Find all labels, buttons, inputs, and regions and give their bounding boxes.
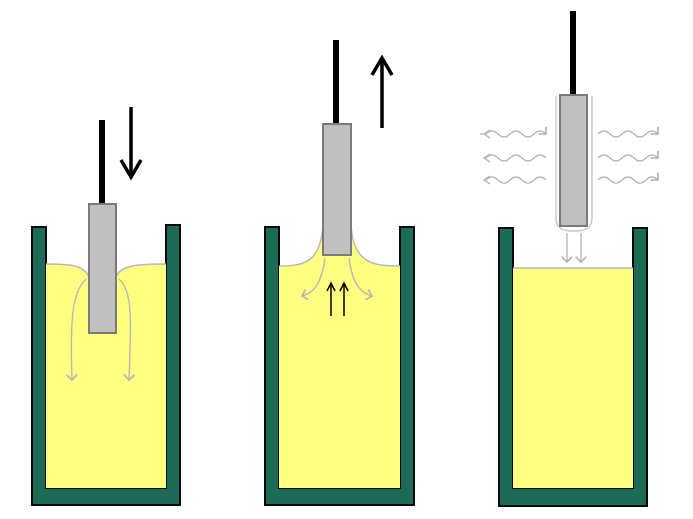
panel-withdraw xyxy=(264,40,415,506)
flow-arrow-icon xyxy=(71,278,87,380)
substrate xyxy=(322,123,352,256)
holder-rod xyxy=(570,11,576,96)
flow-arrow-icon xyxy=(348,257,372,296)
evaporation-wave-icon xyxy=(597,131,658,184)
liquid xyxy=(46,264,166,488)
substrate xyxy=(88,203,117,334)
evaporation-wave-icon xyxy=(480,131,546,184)
liquid xyxy=(513,268,633,488)
panel-evaporate xyxy=(480,11,658,507)
holder-rod xyxy=(99,120,105,204)
up-arrow-icon xyxy=(339,281,349,316)
flow-arrow-icon xyxy=(118,278,130,380)
coating-film xyxy=(555,96,593,232)
down-arrow-icon xyxy=(119,107,143,181)
up-arrow-icon xyxy=(370,54,394,128)
flow-arrow-icon xyxy=(302,257,326,296)
panel-dip xyxy=(31,107,181,506)
up-arrow-icon xyxy=(326,281,336,316)
holder-rod xyxy=(333,40,339,124)
substrate xyxy=(559,94,588,227)
